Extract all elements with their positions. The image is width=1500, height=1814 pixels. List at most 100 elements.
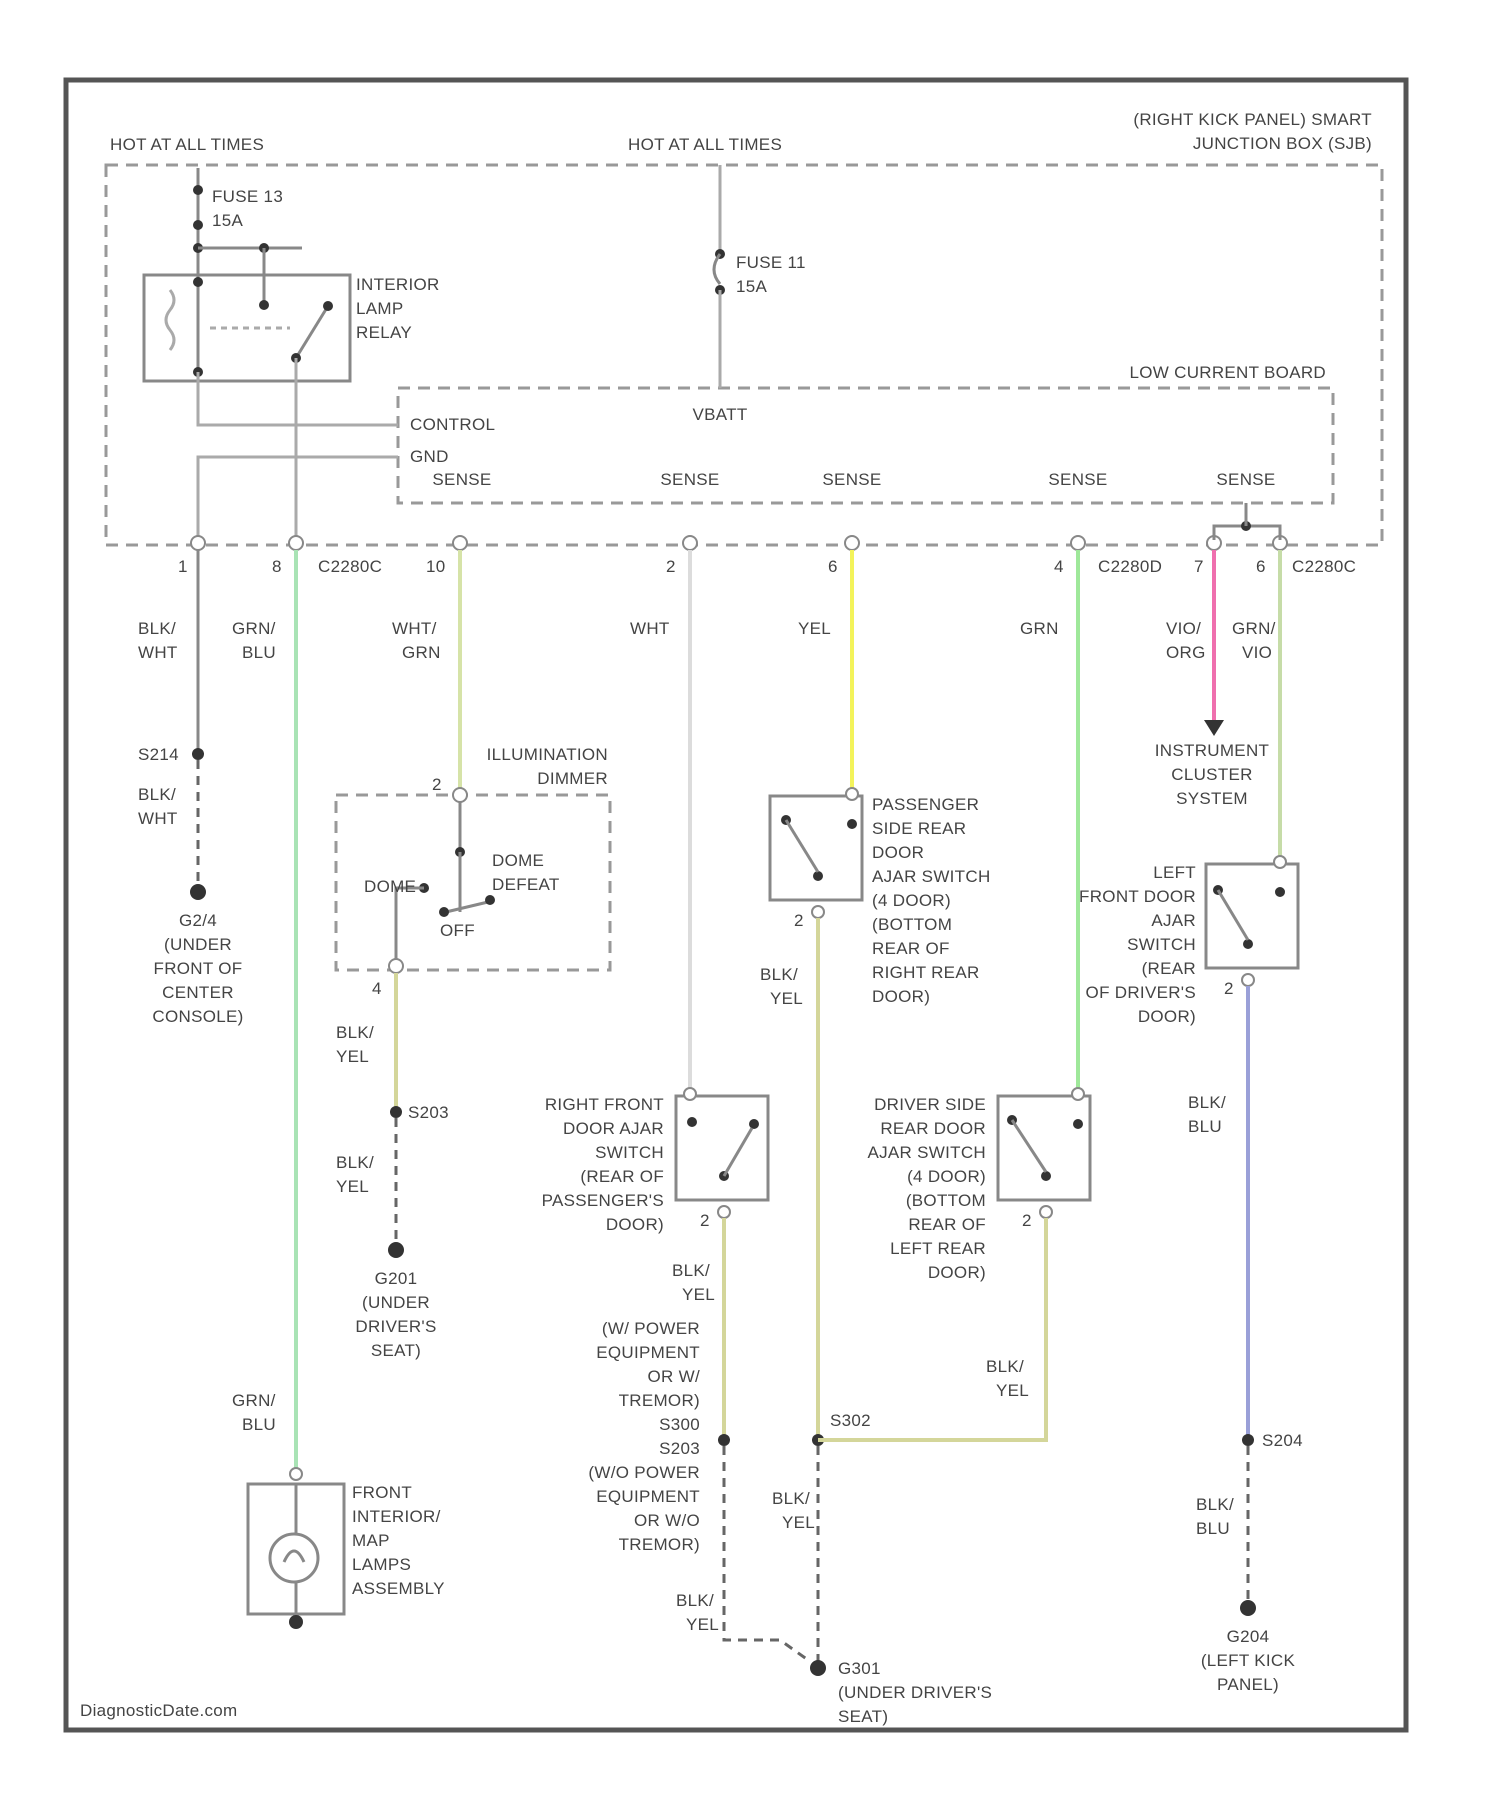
switch-label: REAR OF [908, 1215, 986, 1234]
wire-color-label: BLU [1188, 1117, 1222, 1136]
wire-color-label: GRN/ [232, 1391, 276, 1410]
sjb-connector-pins [191, 536, 1287, 550]
switch-label: (REAR [1142, 959, 1196, 978]
option-label: EQUIPMENT [596, 1487, 700, 1506]
switch-label: (BOTTOM [872, 915, 952, 934]
option-label: EQUIPMENT [596, 1343, 700, 1362]
relay-label-2: LAMP [356, 299, 404, 318]
lamp-label: FRONT [352, 1483, 412, 1502]
ground-label: CONSOLE) [152, 1007, 243, 1026]
wire-color-label: WHT/ [392, 619, 437, 638]
switch-label: LEFT REAR [890, 1239, 986, 1258]
switch-label: AJAR SWITCH [872, 867, 991, 886]
switch-label: PASSENGER'S [542, 1191, 664, 1210]
splice-label: S214 [138, 745, 179, 764]
ground-label: FRONT OF [154, 959, 243, 978]
wire-color-label: WHT [630, 619, 670, 638]
wire-color-label: GRN/ [232, 619, 276, 638]
wire-color-label: BLK/ [760, 965, 798, 984]
low-current-board-label: LOW CURRENT BOARD [1129, 363, 1326, 382]
switch-label: LEFT [1153, 863, 1196, 882]
off-label: OFF [440, 921, 475, 940]
sense-label-1: SENSE [432, 470, 491, 489]
option-label: OR W/O [634, 1511, 700, 1530]
pin-number: 10 [426, 557, 446, 576]
fuse-11-rating: 15A [736, 277, 768, 296]
pin-number: 1 [178, 557, 188, 576]
pin-number: 6 [1256, 557, 1266, 576]
pin-number: 7 [1194, 557, 1204, 576]
splice-label: S204 [1262, 1431, 1303, 1450]
right-front-door-ajar-switch: 2 RIGHT FRONT DOOR AJAR SWITCH (REAR OF … [542, 1088, 768, 1234]
option-label: OR W/ [648, 1367, 701, 1386]
fuse-13: FUSE 13 15A [193, 168, 302, 372]
wire-color-label: GRN [1020, 619, 1059, 638]
dimmer-label: DIMMER [537, 769, 608, 788]
fuse-13-label: FUSE 13 [212, 187, 283, 206]
dome-label: DOME [364, 877, 416, 896]
wire-color-label: YEL [336, 1047, 369, 1066]
ground-label: (UNDER DRIVER'S [838, 1683, 992, 1702]
wire-color-label: GRN/ [1232, 619, 1276, 638]
wire-color-label: GRN [402, 643, 441, 662]
gnd-label: GND [410, 447, 449, 466]
switch-label: SWITCH [1127, 935, 1196, 954]
option-label: (W/O POWER [588, 1463, 700, 1482]
pin-number: 2 [666, 557, 676, 576]
front-interior-map-lamps: FRONT INTERIOR/ MAP LAMPS ASSEMBLY [248, 1468, 445, 1629]
switch-label: OF DRIVER'S [1086, 983, 1196, 1002]
switch-label: AJAR [1151, 911, 1196, 930]
switch-label: (BOTTOM [906, 1191, 986, 1210]
wire-color-label: VIO [1242, 643, 1272, 662]
wire-color-label: BLK/ [1188, 1093, 1226, 1112]
interior-lamp-relay: INTERIOR LAMP RELAY [144, 275, 440, 381]
hot-at-all-times-left: HOT AT ALL TIMES [110, 135, 264, 154]
switch-label: REAR DOOR [880, 1119, 986, 1138]
ground-label: SEAT) [371, 1341, 421, 1360]
instrument-cluster-label: SYSTEM [1176, 789, 1248, 808]
switch-label: RIGHT REAR [872, 963, 980, 982]
ground-g201 [388, 1242, 404, 1258]
switch-label: DOOR) [1138, 1007, 1196, 1026]
instrument-cluster-label: CLUSTER [1171, 765, 1252, 784]
svg-text:2: 2 [794, 911, 804, 930]
arrow-icon [1204, 720, 1224, 736]
option-label: TREMOR) [619, 1391, 700, 1410]
switch-label: DOOR) [928, 1263, 986, 1282]
svg-text:4: 4 [372, 979, 382, 998]
svg-text:2: 2 [1022, 1211, 1032, 1230]
driver-side-rear-door-ajar-switch: 2 DRIVER SIDE REAR DOOR AJAR SWITCH (4 D… [867, 1088, 1090, 1282]
switch-label: SWITCH [595, 1143, 664, 1162]
sense-label-4: SENSE [1048, 470, 1107, 489]
wire-color-label: BLK/ [676, 1591, 714, 1610]
pin-number: 8 [272, 557, 282, 576]
switch-label: DOOR [872, 843, 924, 862]
ground-label: G201 [375, 1269, 418, 1288]
connector-id: C2280C [1292, 557, 1356, 576]
lamp-label: INTERIOR/ [352, 1507, 441, 1526]
pin-number: 4 [1054, 557, 1064, 576]
ground-label: (LEFT KICK [1201, 1651, 1296, 1670]
left-front-door-ajar-switch: 2 LEFT FRONT DOOR AJAR SWITCH (REAR OF D… [1079, 856, 1298, 1026]
wire-color-label: WHT [138, 809, 178, 828]
switch-label: REAR OF [872, 939, 950, 958]
wire-color-label: BLK/ [772, 1489, 810, 1508]
ground-g2-4 [190, 884, 206, 900]
wire-color-label: YEL [770, 989, 803, 1008]
dome-defeat-label: DEFEAT [492, 875, 560, 894]
ground-label: G2/4 [179, 911, 217, 930]
switch-label: SIDE REAR [872, 819, 966, 838]
switch-label: (4 DOOR) [907, 1167, 986, 1186]
ground-label: (UNDER [362, 1293, 430, 1312]
svg-text:2: 2 [1224, 979, 1234, 998]
ground-label: SEAT) [838, 1707, 888, 1726]
wire-color-label: BLK/ [336, 1023, 374, 1042]
sense-label-3: SENSE [822, 470, 881, 489]
switch-label: DRIVER SIDE [874, 1095, 986, 1114]
sjb-title-2: JUNCTION BOX (SJB) [1193, 134, 1372, 153]
wire-color-label: YEL [798, 619, 831, 638]
wire-color-label: WHT [138, 643, 178, 662]
wire-color-label: BLK/ [138, 785, 176, 804]
splice-s204 [1242, 1434, 1254, 1446]
